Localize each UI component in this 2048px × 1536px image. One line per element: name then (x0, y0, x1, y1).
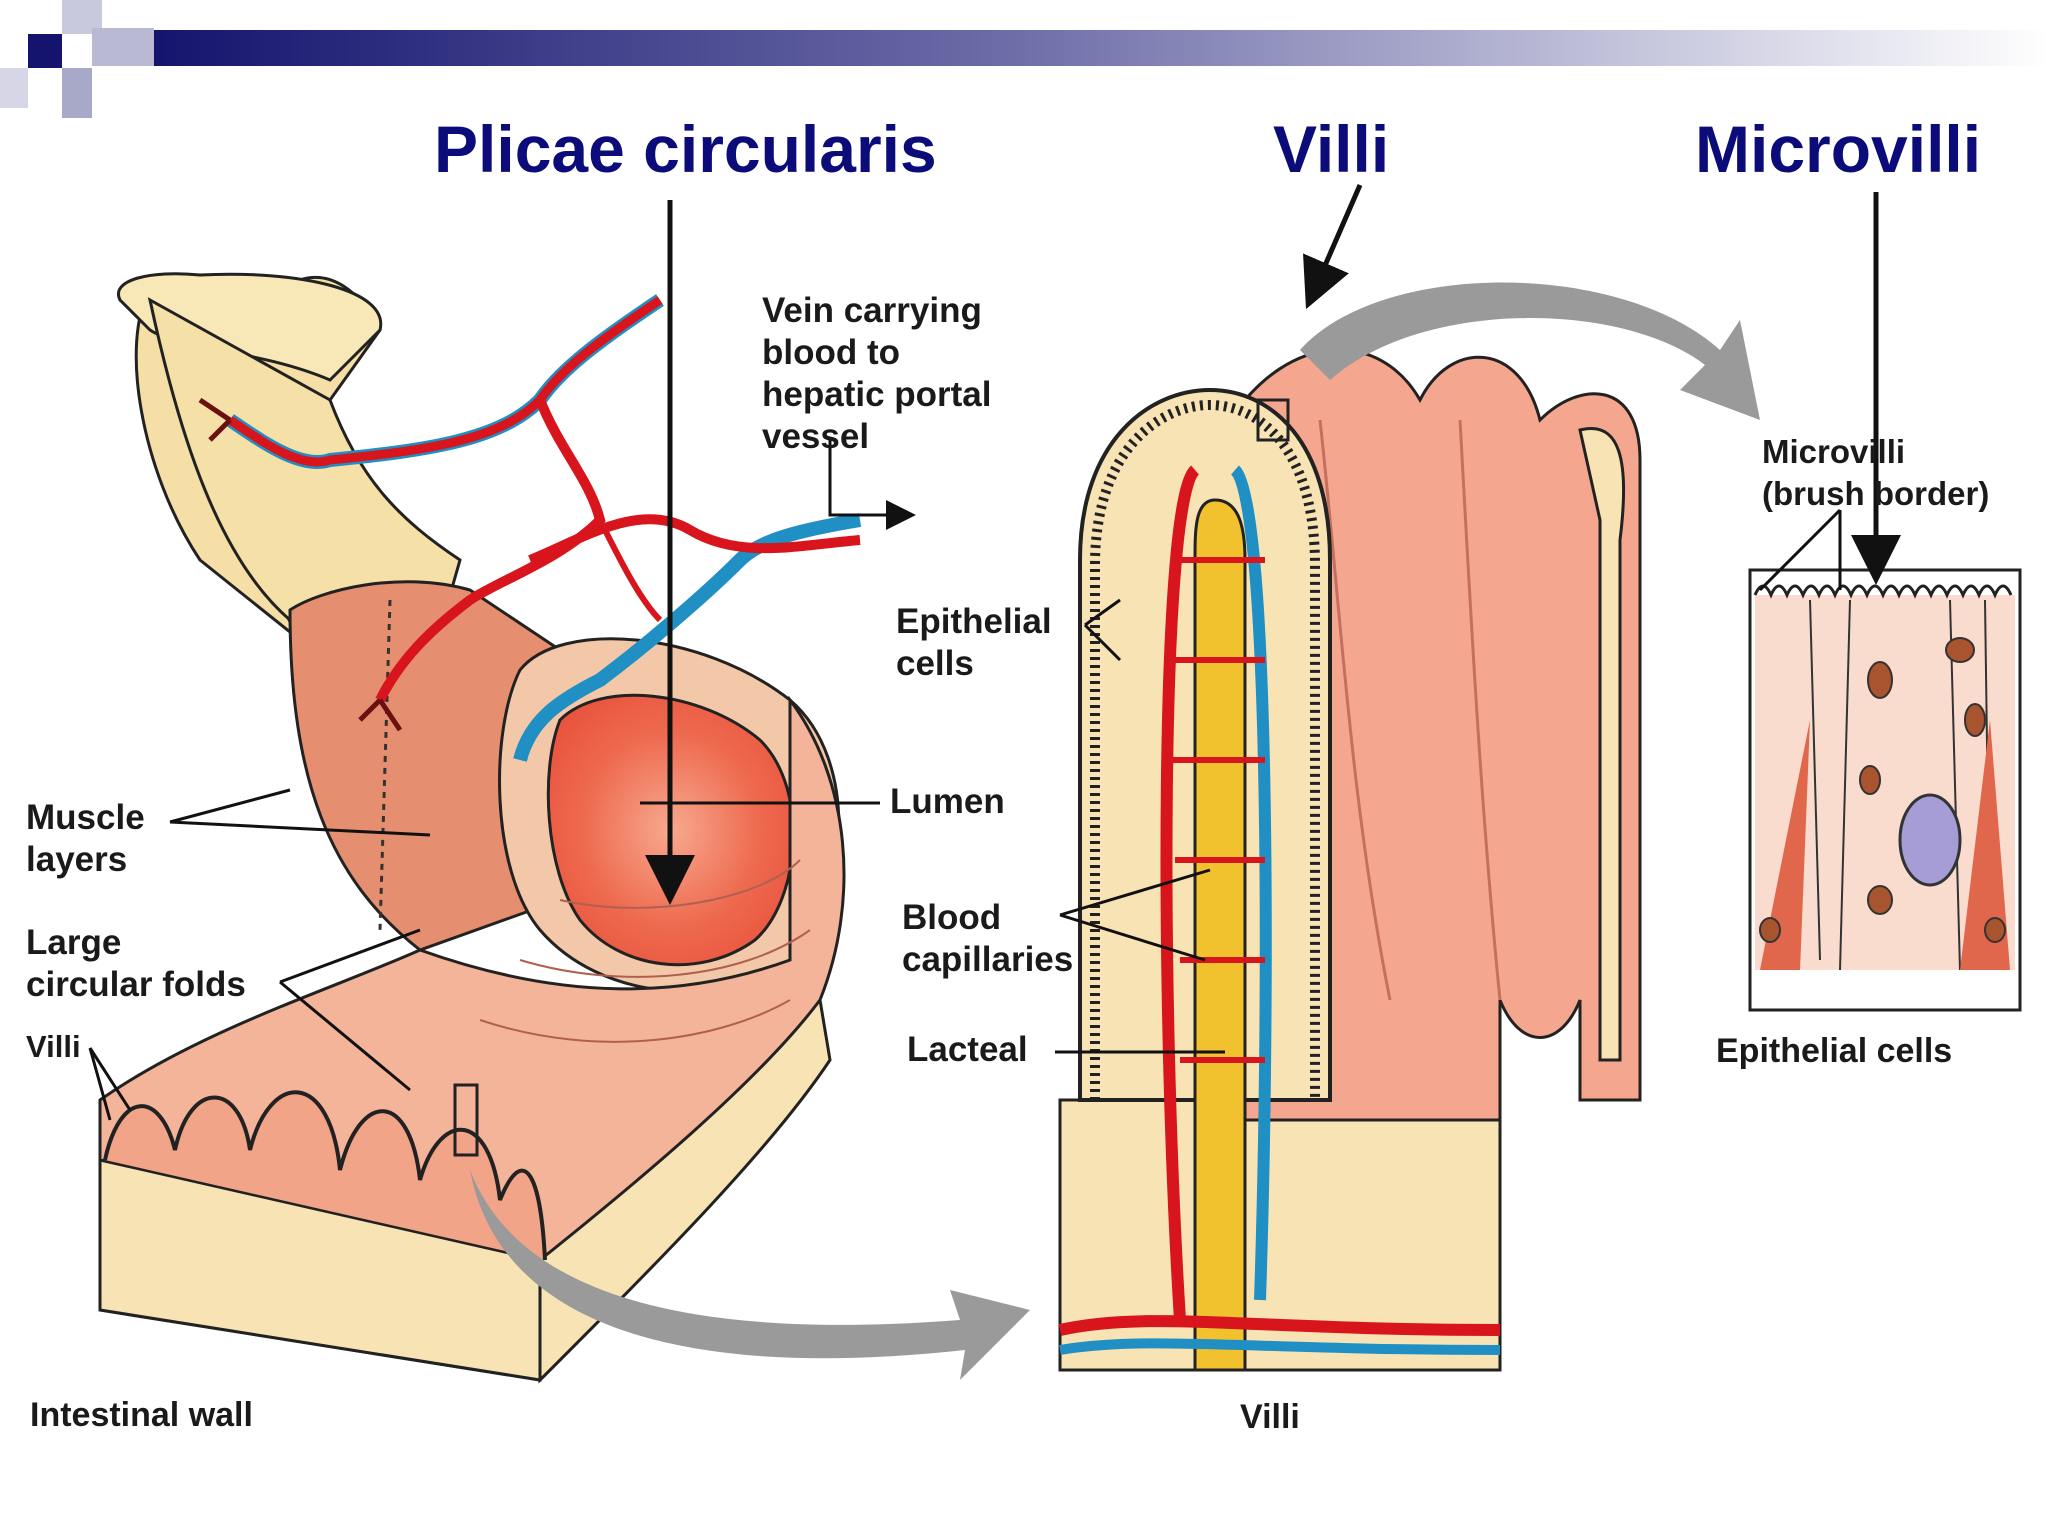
label-line: Epithelial (896, 602, 1052, 641)
label-line: Lumen (890, 782, 1005, 821)
label-line: blood to (762, 333, 901, 372)
label-line: hepatic portal (762, 375, 992, 414)
caption-villi: Villi (1240, 1398, 1300, 1436)
label-line: Villi (26, 1029, 81, 1064)
label-lumen: Lumen (890, 781, 1005, 823)
villus-illustration (1058, 348, 1642, 1372)
caption-epithelial-cells: Epithelial cells (1716, 1032, 1953, 1070)
label-line: capillaries (902, 940, 1074, 979)
title-microvilli: Microvilli (1695, 112, 1982, 186)
label-microvilli-brush-border: Microvilli (brush border) (1762, 431, 1989, 515)
title-villi: Villi (1273, 112, 1390, 186)
title-plicae-circularis: Plicae circularis (434, 112, 937, 186)
label-line: Large (26, 923, 122, 962)
label-vein: Vein carrying blood to hepatic portal ve… (762, 290, 991, 458)
caption-intestinal-wall: Intestinal wall (30, 1396, 253, 1434)
label-muscle-layers: Muscle layers (26, 797, 145, 881)
label-line: circular folds (26, 965, 246, 1004)
label-line: Muscle (26, 798, 145, 837)
label-blood-capillaries: Blood capillaries (902, 897, 1073, 981)
label-line: Microvilli (1762, 433, 1906, 470)
label-line: vessel (762, 417, 870, 456)
label-lacteal: Lacteal (907, 1029, 1028, 1071)
label-pointers (88, 184, 1901, 1121)
blood-vessels-illustration (198, 294, 862, 762)
label-line: Blood (902, 898, 1002, 937)
label-line: Lacteal (907, 1030, 1028, 1069)
label-line: layers (26, 840, 128, 879)
slide-header-decoration (0, 0, 2048, 118)
label-epithelial-cells: Epithelial cells (896, 601, 1052, 685)
label-line: (brush border) (1762, 475, 1990, 512)
epithelial-cells-illustration (1748, 568, 2022, 1012)
label-villi-small: Villi (26, 1026, 81, 1068)
flow-arrows (470, 282, 1760, 1380)
label-line: cells (896, 644, 974, 683)
label-line: Vein carrying (762, 291, 982, 330)
label-large-circular-folds: Large circular folds (26, 922, 246, 1006)
